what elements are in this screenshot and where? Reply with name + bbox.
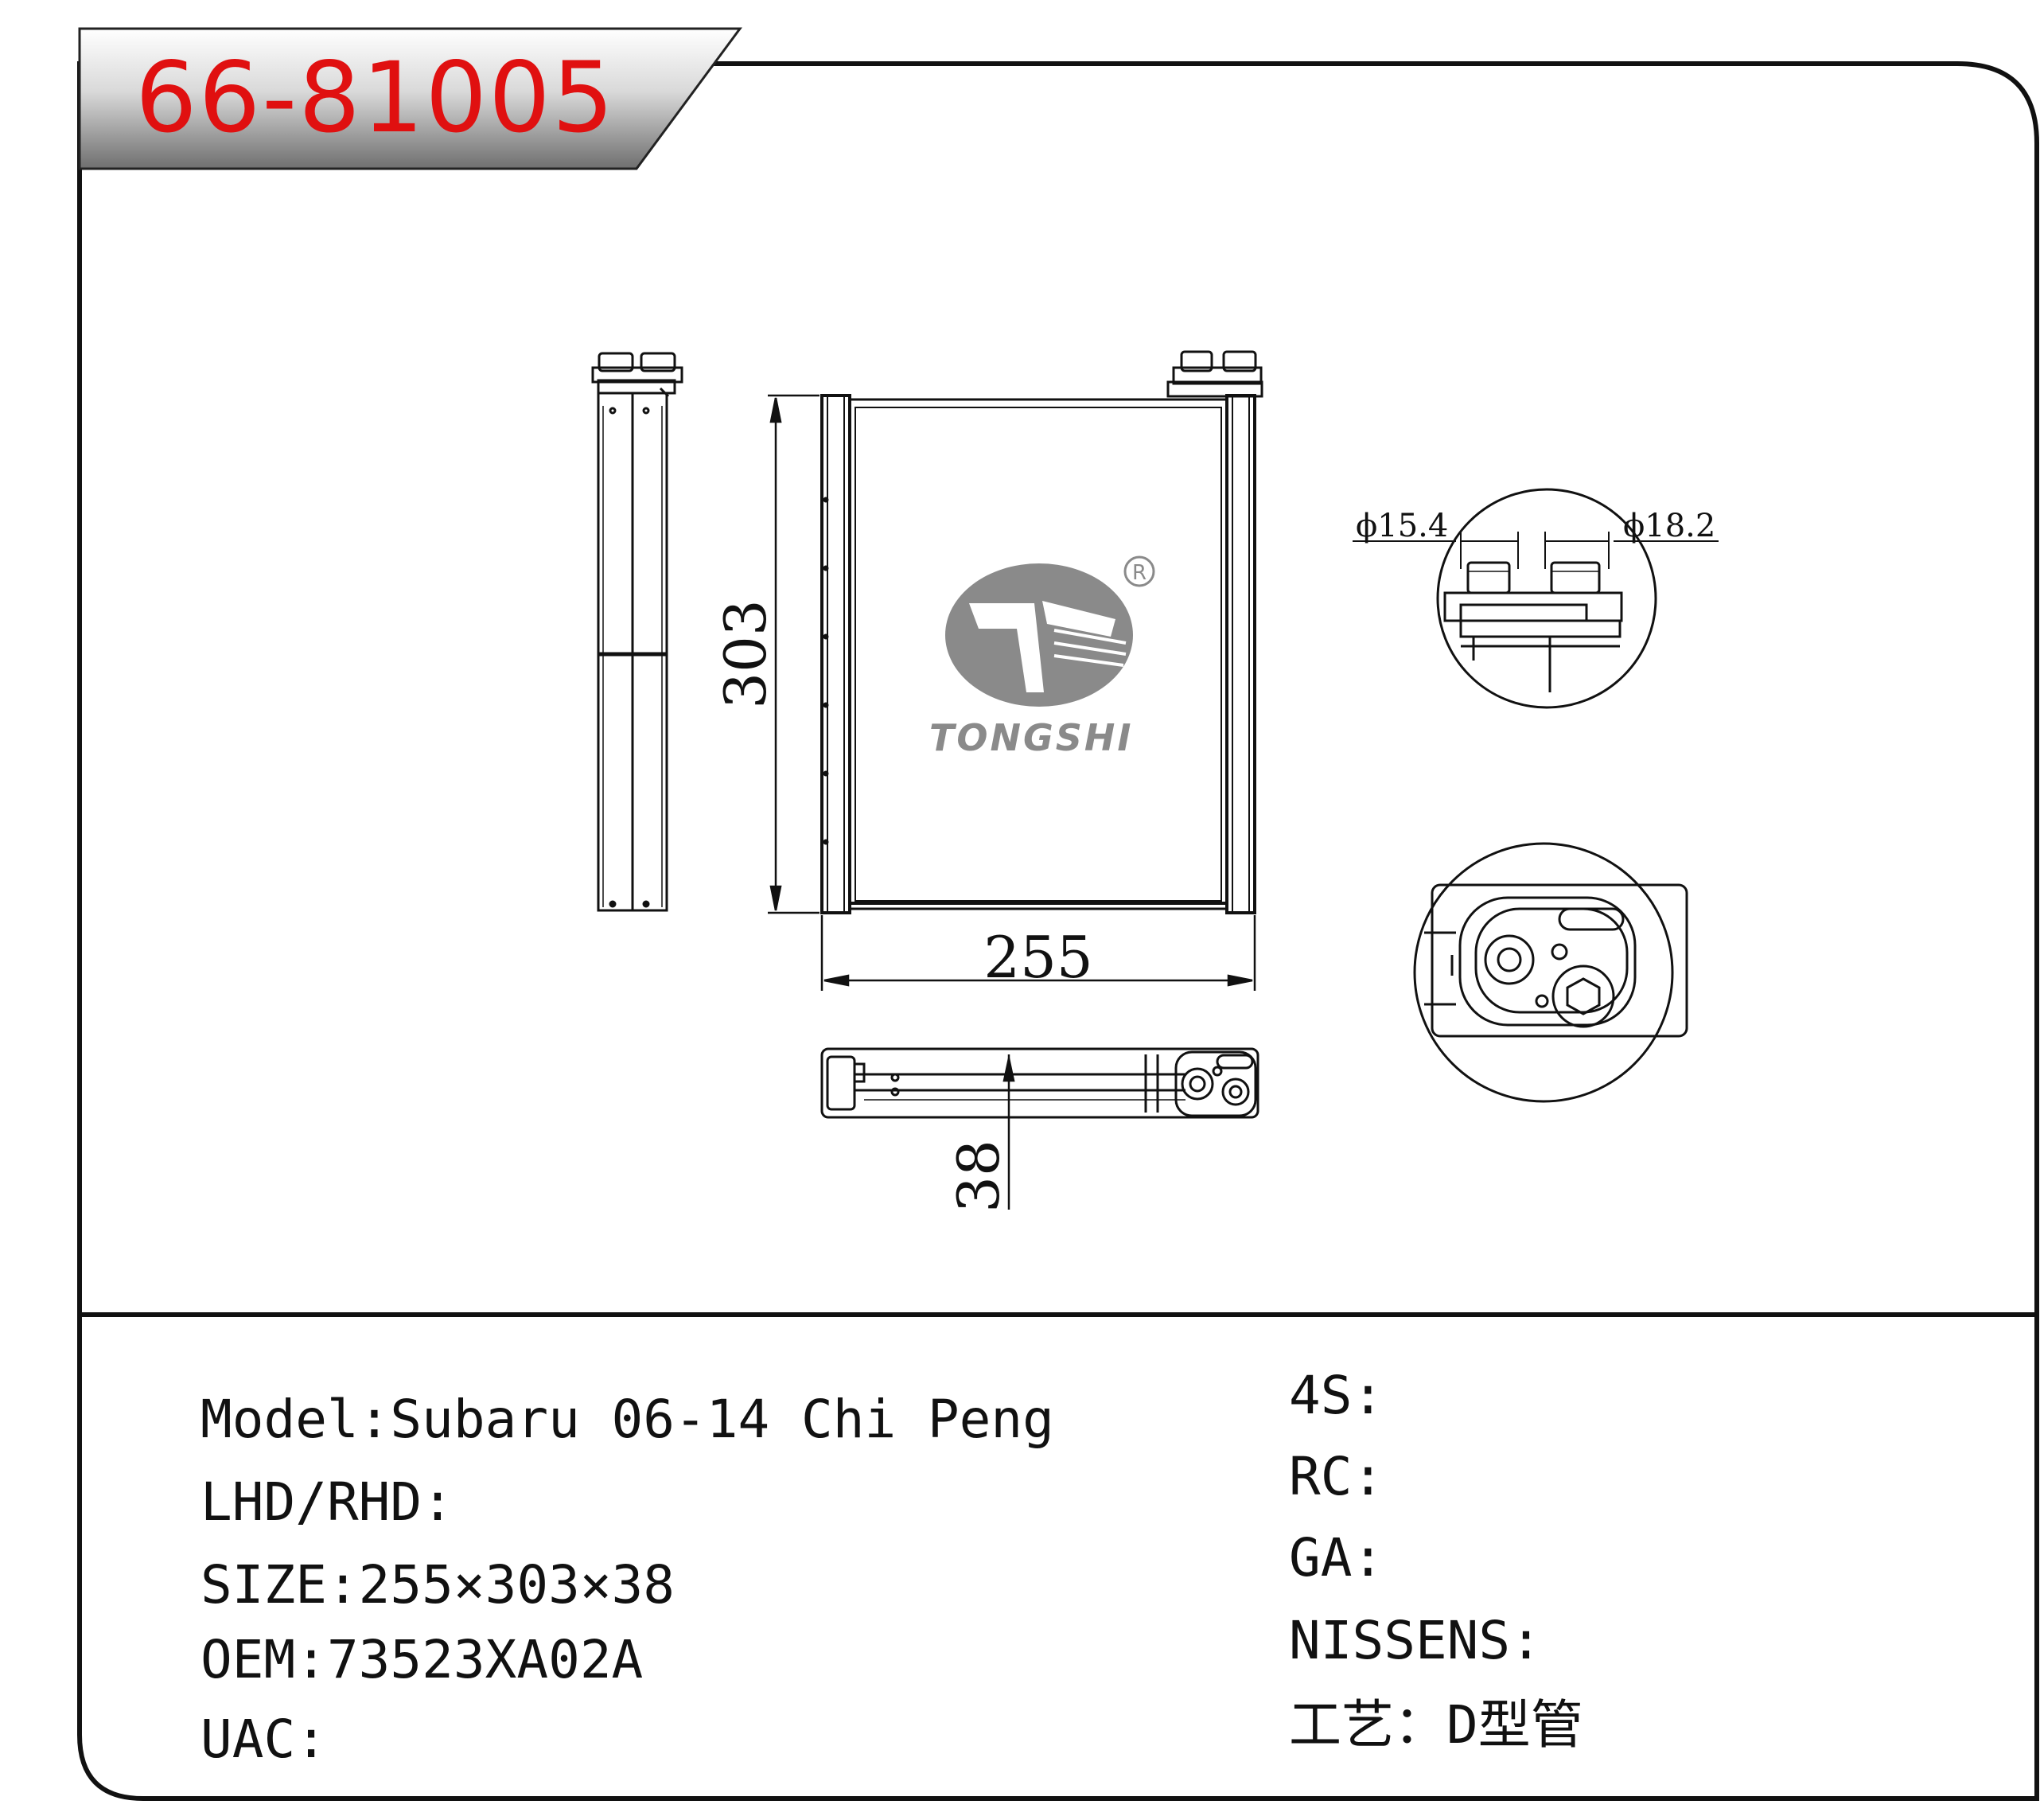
title-banner bbox=[78, 27, 742, 170]
spec-ga: GA: bbox=[1289, 1527, 1384, 1588]
front-view bbox=[820, 350, 1263, 914]
height-value: 303 bbox=[712, 599, 779, 708]
registered-mark-icon: R bbox=[1123, 555, 1155, 587]
thickness-value: 38 bbox=[945, 1140, 1012, 1213]
spec-uac: UAC: bbox=[200, 1709, 327, 1770]
fitting-detail-top bbox=[1353, 488, 1719, 709]
width-value: 255 bbox=[983, 924, 1092, 991]
tongshi-logo-icon bbox=[945, 563, 1133, 707]
width-dimension bbox=[820, 915, 1256, 991]
part-number: 66-81005 bbox=[135, 41, 616, 154]
fitting-detail-bottom bbox=[1413, 842, 1688, 1103]
fitting-right-label: ϕ18.2 bbox=[1623, 508, 1715, 544]
spec-oem: OEM:73523XA02A bbox=[200, 1629, 644, 1690]
outer-frame bbox=[77, 61, 2039, 1801]
spec-model: Model:Subaru 06-14 Chi Peng bbox=[200, 1389, 1054, 1450]
fitting-left-label: ϕ15.4 bbox=[1356, 508, 1448, 544]
brand-name: TONGSHI bbox=[929, 716, 1134, 759]
spec-4s: 4S: bbox=[1289, 1365, 1384, 1426]
side-view bbox=[591, 352, 683, 912]
spec-drive-side: LHD/RHD: bbox=[200, 1471, 454, 1533]
thickness-dimension bbox=[1002, 1054, 1015, 1210]
svg-text:R: R bbox=[1132, 561, 1147, 585]
bottom-view bbox=[820, 1047, 1259, 1119]
height-dimension bbox=[768, 394, 820, 914]
spec-size: SIZE:255×303×38 bbox=[200, 1554, 675, 1615]
spec-nissens: NISSENS: bbox=[1289, 1610, 1542, 1671]
spec-rc: RC: bbox=[1289, 1446, 1384, 1507]
spec-process: 工艺：D型管 bbox=[1289, 1694, 1583, 1756]
